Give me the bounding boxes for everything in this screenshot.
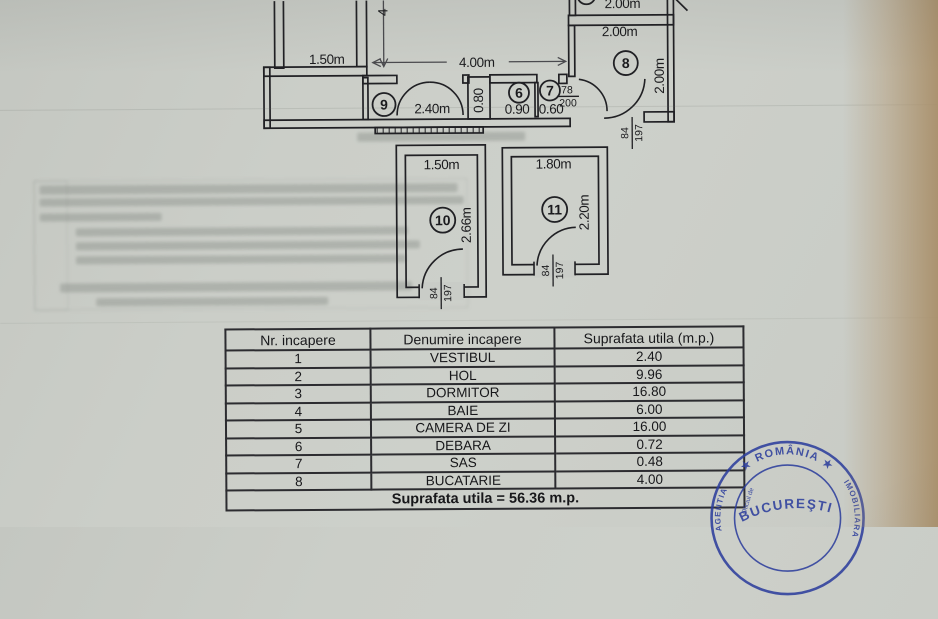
total-area-cell: Suprafata utila = 56.36 m.p. (226, 487, 744, 510)
hall-width-label: 2.40m (414, 101, 450, 116)
table-total-row: Suprafata utila = 56.36 m.p. (226, 487, 744, 510)
room-name-cell: DORMITOR (371, 383, 555, 402)
room7-number: 7 (546, 82, 554, 98)
room-area-cell: 6.00 (555, 400, 744, 419)
room-name-cell: BUCATARIE (371, 471, 555, 490)
upper-room-width-label: 2.00m (605, 0, 641, 11)
room-area-cell: 2.40 (555, 347, 744, 366)
room-number-cell: 3 (226, 385, 371, 403)
room8-door-label: 84 197 (619, 117, 645, 149)
room10-width-label: 1.50m (424, 157, 460, 172)
area-table: Nr. incapere Denumire incapere Suprafata… (224, 325, 745, 511)
svg-text:78: 78 (561, 84, 573, 96)
room-number-cell: 4 (226, 402, 371, 420)
svg-text:84: 84 (540, 264, 552, 276)
room-number-cell: 6 (226, 437, 371, 455)
room-number-cell: 5 (226, 420, 371, 438)
room-name-cell: BAIE (371, 401, 555, 420)
room11-height-label: 2.20m (577, 195, 592, 231)
room-number-cell: 8 (226, 472, 371, 490)
scanned-document: 1.50m 4 4.00m 9 2.40m 0.80 6 0.90 7 0.60… (0, 0, 938, 530)
room8-height-label: 2.00m (652, 58, 667, 94)
room-area-cell: 16.80 (555, 382, 744, 401)
svg-text:197: 197 (442, 284, 454, 302)
room11-door-label: 84 197 (540, 254, 566, 286)
floor-plan: 1.50m 4 4.00m 9 2.40m 0.80 6 0.90 7 0.60… (256, 0, 718, 323)
svg-text:200: 200 (559, 97, 577, 109)
room-area-cell: 9.96 (555, 365, 744, 384)
svg-text:197: 197 (554, 261, 566, 279)
room10-height-label: 2.66m (459, 207, 474, 243)
svg-text:84: 84 (428, 287, 440, 299)
stamp-country-text: ★ ROMÂNIA ★ (738, 444, 836, 474)
official-stamp: ★ ROMÂNIA ★ BUCUREŞTI AGENTIA IMOBILIARA… (699, 433, 880, 614)
header-room-name: Denumire incapere (370, 327, 554, 349)
svg-text:197: 197 (633, 124, 645, 142)
room-name-cell: SAS (371, 453, 555, 472)
header-room-area: Suprafata utila (m.p.) (554, 326, 743, 348)
room10-door-label: 84 197 (428, 277, 454, 309)
room11-number: 11 (547, 201, 562, 217)
room8-width-label: 2.00m (602, 24, 638, 39)
room10-number: 10 (435, 212, 451, 228)
room-name-cell: HOL (371, 366, 555, 385)
room9-number: 9 (380, 96, 388, 112)
header-room-number: Nr. incapere (225, 329, 370, 351)
hall-opening-label: 0.80 (471, 88, 486, 113)
svg-text:84: 84 (619, 127, 631, 139)
room-number-cell: 2 (226, 367, 371, 385)
room-area-cell: 16.00 (555, 417, 744, 436)
stamp-right-arc-text: IMOBILIARA (842, 478, 862, 539)
width-dim-label: 4.00m (459, 55, 495, 70)
room6-number: 6 (515, 85, 523, 101)
room-number-cell: 7 (226, 455, 371, 473)
room11-width-label: 1.80m (536, 156, 572, 171)
room-name-cell: VESTIBUL (371, 348, 555, 367)
plan-walls (263, 0, 689, 298)
room8-number: 8 (622, 55, 630, 71)
room-name-cell: DEBARA (371, 436, 555, 455)
room-name-cell: CAMERA DE ZI (371, 418, 555, 437)
left-room-width-label: 1.50m (309, 52, 345, 67)
room-number-cell: 1 (226, 350, 371, 368)
vertical-dim-label: 4 (375, 8, 390, 16)
room6-width-label: 0.90 (505, 102, 530, 117)
